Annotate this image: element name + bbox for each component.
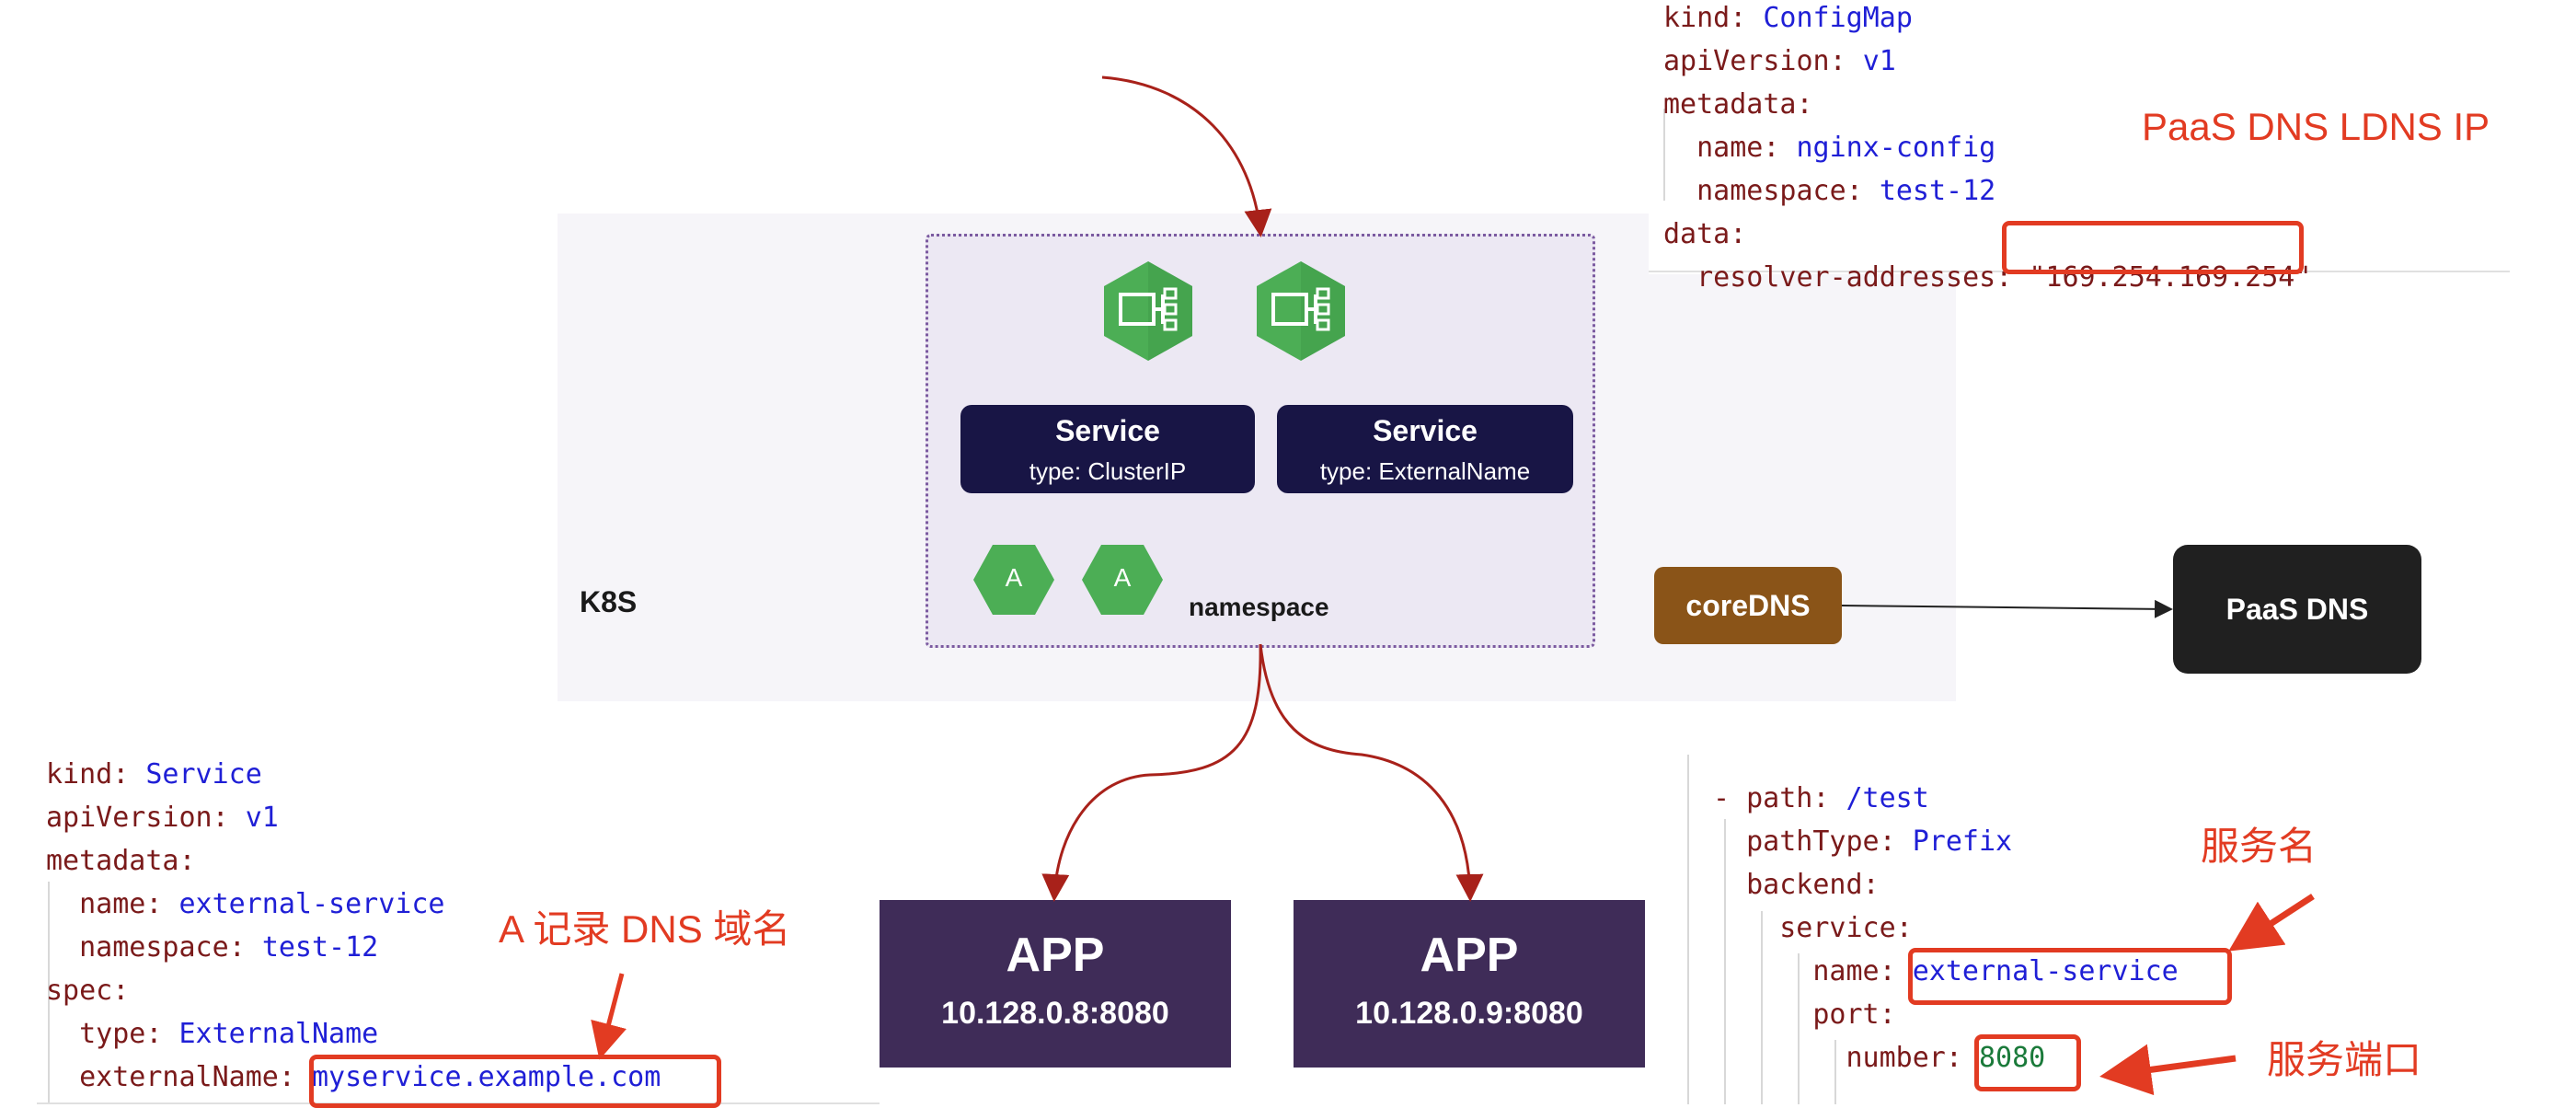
paas-dns-box: PaaS DNS	[2173, 545, 2421, 674]
service-clusterip-icon	[1100, 260, 1196, 363]
app-title: APP	[1006, 929, 1105, 982]
pod-label: A	[1113, 563, 1132, 592]
paas-dns-label: PaaS DNS	[2225, 593, 2369, 626]
coredns-box: coreDNS	[1654, 567, 1842, 644]
service-externalname-icon	[1253, 260, 1349, 363]
coredns-to-paas-arrow	[1841, 599, 2173, 618]
yaml-line: port:	[1812, 998, 1896, 1031]
highlight-service-name	[1908, 948, 2232, 1005]
anno-arrow-service-port	[2099, 1044, 2237, 1096]
app-title: APP	[1420, 929, 1519, 982]
service-type: type: ExternalName	[1319, 457, 1531, 485]
configmap-yaml: kind: ConfigMap apiVersion: v1 metadata:…	[1663, 0, 2311, 299]
yaml-line: kind: Service	[46, 758, 262, 791]
pod-label: A	[1005, 563, 1023, 592]
yaml-line: number: 8080	[1846, 1042, 2046, 1074]
service-type: type: ClusterIP	[1029, 457, 1187, 485]
configmap-yaml-panel	[1649, 0, 2532, 274]
annotation-service-name: 服务名	[2201, 825, 2317, 868]
incoming-arrow	[1101, 75, 1272, 237]
yaml-line: - path: /test	[1713, 782, 1929, 814]
ingress-yaml: - path: /test pathType: Prefix backend: …	[1713, 777, 2179, 1079]
namespace-label: namespace	[1189, 593, 1329, 621]
app-left-arrow	[1041, 643, 1262, 902]
anno-arrow-a-record	[591, 973, 627, 1060]
yaml-line: metadata:	[46, 845, 196, 877]
yaml-line: kind: ConfigMap	[1663, 2, 1913, 34]
service-title: Service	[1055, 414, 1160, 447]
yaml-line: pathType: Prefix	[1746, 825, 2013, 858]
service-externalname-box: Service type: ExternalName	[1277, 405, 1573, 493]
k8s-label: K8S	[580, 585, 638, 618]
anno-arrow-service-name	[2228, 894, 2315, 952]
pod-hexagon: A	[1080, 543, 1165, 617]
app-right-arrow	[1259, 643, 1484, 902]
yaml-line: metadata:	[1663, 88, 1813, 121]
yaml-line: name: external-service	[79, 888, 445, 920]
yaml-line: name: nginx-config	[1696, 132, 1996, 164]
yaml-line: type: ExternalName	[79, 1018, 379, 1050]
highlight-service-port	[1974, 1034, 2081, 1091]
annotation-a-record: A 记录 DNS 域名	[499, 907, 791, 951]
app-address: 10.128.0.8:8080	[941, 996, 1169, 1031]
coredns-label: coreDNS	[1685, 589, 1811, 622]
yaml-line: resolver-addresses: "169.254.169.254"	[1696, 261, 2312, 294]
yaml-line: service:	[1779, 912, 1913, 944]
app-box: APP 10.128.0.8:8080	[880, 900, 1231, 1068]
yaml-line: apiVersion: v1	[46, 802, 279, 834]
service-title: Service	[1373, 414, 1478, 447]
yaml-line: namespace: test-12	[1696, 175, 1996, 207]
service-clusterip-box: Service type: ClusterIP	[960, 405, 1255, 493]
highlight-resolver-ip	[2002, 221, 2304, 274]
yaml-line: externalName: myservice.example.com	[79, 1061, 661, 1093]
yaml-line: namespace: test-12	[79, 931, 379, 964]
annotation-paas-ldns-ip: PaaS DNS LDNS IP	[2142, 105, 2490, 148]
pod-hexagon: A	[972, 543, 1056, 617]
highlight-external-name	[309, 1055, 721, 1108]
yaml-line: data:	[1663, 218, 1747, 250]
app-address: 10.128.0.9:8080	[1355, 996, 1583, 1031]
yaml-line: apiVersion: v1	[1663, 45, 1896, 77]
yaml-line: backend:	[1746, 869, 1880, 901]
yaml-line: name: external-service	[1812, 955, 2179, 987]
service-yaml: kind: Service apiVersion: v1 metadata: n…	[46, 753, 661, 1099]
annotation-service-port: 服务端口	[2267, 1038, 2422, 1081]
yaml-line: spec:	[46, 975, 130, 1007]
app-box: APP 10.128.0.9:8080	[1294, 900, 1645, 1068]
